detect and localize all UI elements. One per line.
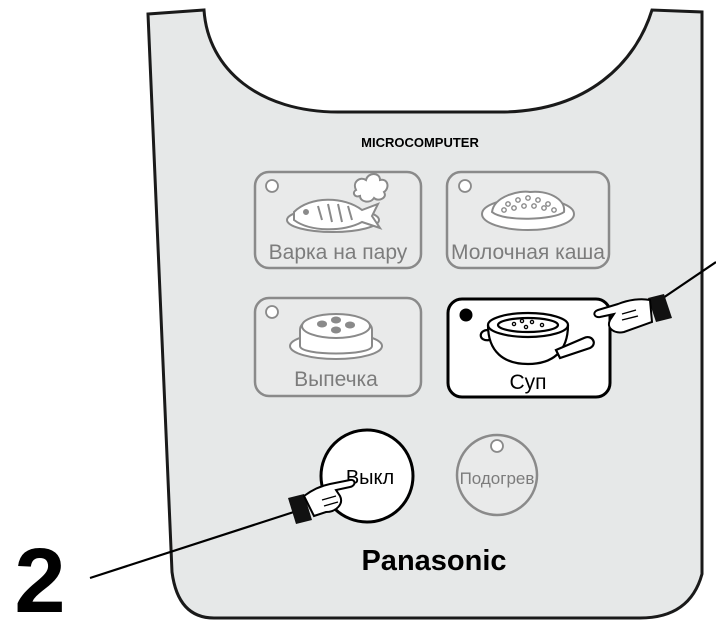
- keep-warm-label: Подогрев: [460, 469, 535, 488]
- brand-logo: Panasonic: [361, 545, 506, 577]
- steam-indicator-led: [265, 179, 279, 193]
- baking-button[interactable]: Выпечка: [253, 296, 423, 398]
- milk-porridge-indicator-led: [458, 179, 472, 193]
- step-number: 2: [14, 530, 65, 621]
- keep-warm-button[interactable]: Подогрев: [455, 433, 539, 517]
- fish-steam-icon: [286, 173, 389, 233]
- panel-header: MICROCOMPUTER: [361, 135, 479, 150]
- cake-icon: [289, 313, 383, 360]
- step-leader-line: [89, 508, 301, 580]
- pointing-hand-icon: [288, 478, 356, 524]
- soup-label: Суп: [509, 371, 546, 394]
- milk-porridge-button[interactable]: Молочная каша: [445, 170, 611, 270]
- keep-warm-indicator-led: [490, 439, 504, 453]
- baking-indicator-led: [265, 305, 279, 319]
- steam-label: Варка на пару: [269, 241, 408, 264]
- soup-pointing-hand-icon: [593, 294, 672, 334]
- baking-label: Выпечка: [294, 368, 378, 391]
- soup-button[interactable]: Суп: [446, 297, 612, 399]
- porridge-plate-icon: [481, 190, 575, 231]
- steam-button[interactable]: Варка на пару: [253, 170, 423, 270]
- off-button[interactable]: Выкл: [319, 428, 415, 524]
- soup-bowl-icon: [479, 311, 595, 366]
- panel-face: [146, 8, 704, 620]
- soup-indicator-led: [459, 308, 473, 322]
- milk-porridge-label: Молочная каша: [451, 241, 605, 264]
- off-label: Выкл: [346, 467, 394, 489]
- soup-leader-line: [659, 261, 716, 301]
